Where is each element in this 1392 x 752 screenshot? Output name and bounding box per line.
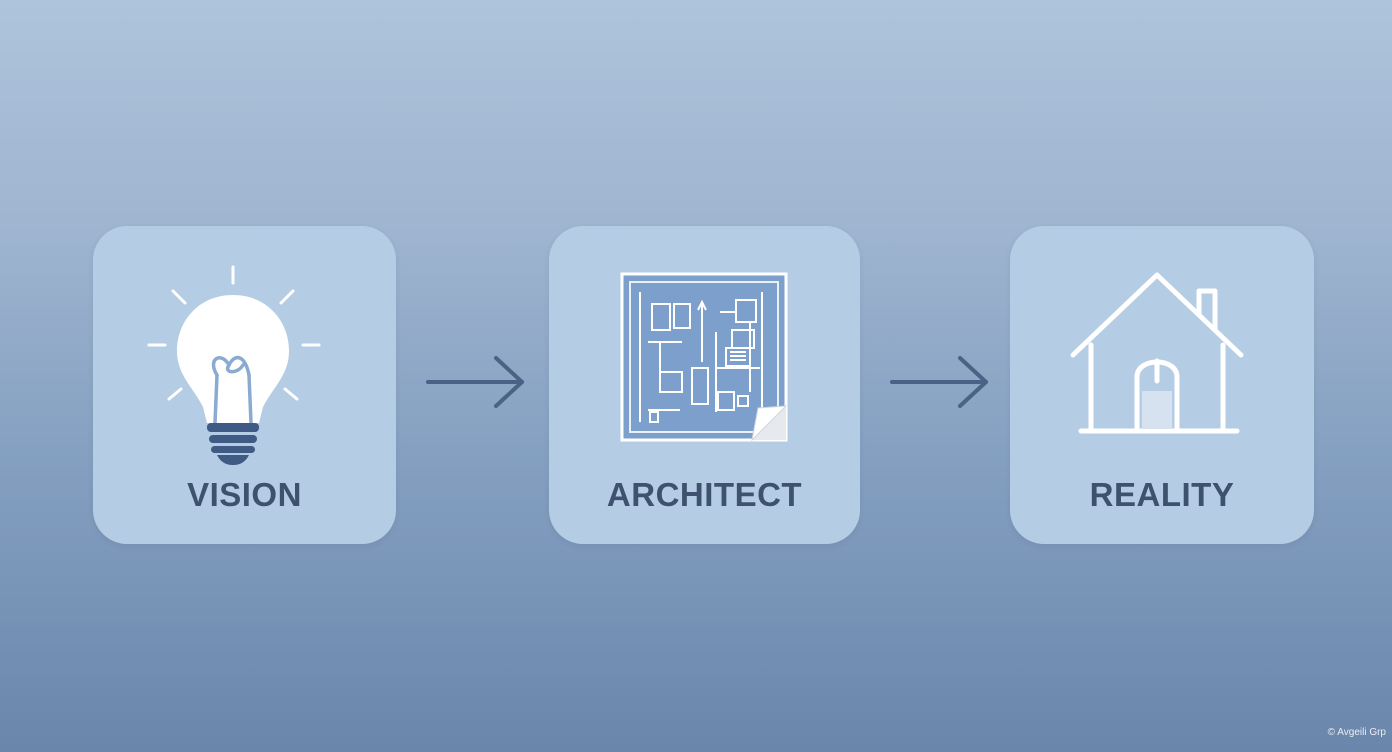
step-card-reality: REALITY (1010, 226, 1314, 544)
blueprint-icon (549, 242, 860, 472)
watermark: © Avgeili Grp (1327, 727, 1386, 738)
step-label-vision: VISION (187, 476, 302, 513)
step-label-architect: ARCHITECT (606, 476, 803, 513)
house-icon (1010, 242, 1314, 472)
lightbulb-icon (93, 242, 396, 472)
step-card-vision: VISION (93, 226, 396, 544)
step-card-architect: ARCHITECT (549, 226, 860, 544)
arrow-right-icon (424, 352, 528, 417)
arrow-right-icon (888, 352, 992, 417)
step-label-reality: REALITY (1089, 476, 1235, 513)
